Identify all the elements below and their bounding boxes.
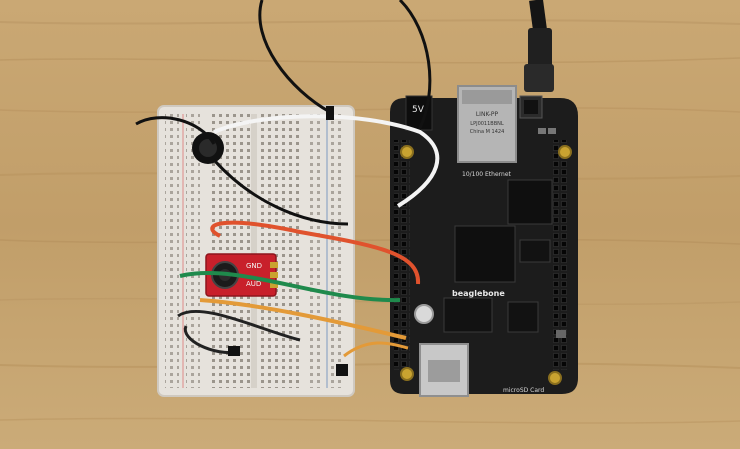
wire-black-top-right: [398, 0, 432, 133]
jack-vendor-text: LINK-PP: [476, 111, 499, 118]
brand-label: beaglebone: [452, 289, 505, 298]
wire-green: [179, 271, 401, 303]
power-label: 5V: [412, 105, 425, 115]
capacitor: [414, 304, 434, 324]
wire-white: [213, 114, 440, 208]
sensor-label-gnd: GND: [246, 262, 262, 270]
wire-orange: [199, 298, 407, 340]
memory-chip: [443, 297, 493, 333]
beaglebone-board: LINK-PP LPJ0011BBNL China M 1424 5V 10/1…: [390, 85, 578, 397]
jack-model-text: LPJ0011BBNL: [470, 121, 504, 127]
wire-black-diagonal: [212, 158, 349, 226]
processor-chip: [454, 225, 516, 283]
jack-origin-text: China M 1424: [470, 129, 505, 135]
wire-orange-short: [343, 341, 409, 358]
ethernet-label: 10/100 Ethernet: [462, 171, 512, 178]
breadboard-pins: [228, 106, 348, 376]
microsd-label: microSD Card: [503, 387, 544, 394]
wire-black-top: [258, 0, 331, 114]
wire-red: [210, 220, 421, 285]
power-cable: [524, 0, 554, 92]
jumper-wires: [135, 0, 440, 358]
sensor-label-aud: AUD: [246, 280, 261, 288]
wire-black-lower: [177, 310, 301, 342]
chip: [507, 179, 553, 225]
wire-black-left: [135, 116, 216, 145]
breadboard: [157, 105, 355, 397]
